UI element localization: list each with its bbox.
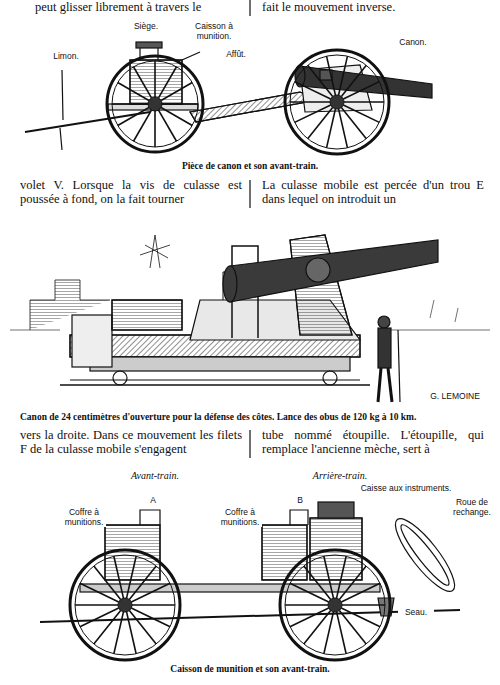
wheel-spoke [343, 105, 379, 122]
wheel-spoke [94, 610, 121, 644]
part-label: Seau. [398, 608, 434, 618]
figure-caption: Canon de 24 centimètres d'ouverture pour… [20, 412, 485, 423]
wheel-spoke [112, 103, 148, 105]
wheel-spoke [129, 566, 156, 600]
wheel-spoke [295, 82, 331, 99]
part-label: Siège. [120, 22, 172, 32]
wheel-spoke [339, 109, 348, 148]
section-label: Avant-train. [115, 470, 195, 481]
body-text: fait le mouvement inverse. [262, 0, 482, 14]
wheel-rim [70, 550, 180, 660]
wheel-spoke [162, 103, 198, 105]
wheel-spoke [159, 110, 177, 141]
wheel-spoke [290, 101, 330, 103]
wheel-spoke [118, 108, 149, 126]
wheel-spoke [80, 608, 119, 627]
part-label: Coffre à munitions. [62, 508, 106, 527]
body-text: vers la droite. Dans ce mouvement les fi… [20, 428, 242, 457]
body-text: La culasse mobile est percée d'un trou E… [262, 178, 484, 207]
callout-letter: B [293, 496, 307, 506]
wheel-rim [285, 50, 389, 154]
wheel-spoke [75, 604, 118, 606]
wheel-spoke [131, 583, 170, 602]
part-label: Caisse aux instruments. [352, 484, 460, 494]
wheel-spoke [304, 610, 331, 644]
wheel-spoke [341, 65, 366, 96]
part-label: Caisson à munition. [190, 22, 238, 41]
callout-letter: A [146, 496, 160, 506]
wheel-spoke [341, 583, 380, 602]
figure-caption: Pièce de canon et son avant-train. [100, 161, 400, 172]
wheel-spoke [324, 556, 334, 598]
wheel-spoke [343, 82, 379, 99]
wheel-spoke [339, 566, 366, 600]
wheel-spoke [285, 604, 328, 606]
part-label: Limon. [48, 52, 84, 62]
wheel-rim [107, 56, 203, 152]
wheel-rim [280, 550, 390, 660]
body-text: peut glisser librement à travers le [35, 0, 245, 14]
wheel-spoke [154, 111, 156, 147]
part-label: Canon. [392, 38, 434, 48]
wheel-spoke [134, 67, 152, 98]
wheel-spoke [290, 608, 329, 627]
wheel-spoke [114, 556, 124, 598]
section-label: Arrière-train. [300, 470, 380, 481]
wheel-spoke [341, 608, 380, 627]
wheel-spoke [295, 105, 331, 122]
part-label: Roue de rechange. [447, 498, 497, 517]
wheel-spoke [344, 101, 384, 103]
part-label: Coffre à munitions. [218, 508, 262, 527]
wheel-spoke [290, 583, 329, 602]
signature: G. LEMOINE [424, 392, 486, 402]
part-label: Affût. [218, 50, 254, 60]
body-text: volet V. Lorsque la vis de culasse est p… [20, 178, 242, 207]
body-text: tube nommé étoupille. L'étoupille, qui r… [262, 428, 484, 457]
figure-caption: Caisson de munition et son avant-train. [120, 664, 380, 675]
wheel-spoke [154, 61, 156, 97]
wheel-spoke [342, 604, 385, 606]
wheel-spoke [131, 608, 170, 627]
wheel-spoke [127, 612, 137, 654]
wheel-spoke [132, 604, 175, 606]
wheel-spoke [308, 107, 333, 138]
wheel-spoke [161, 83, 192, 101]
wheel-spoke [337, 612, 347, 654]
wheel-spoke [80, 583, 119, 602]
wheel-spoke [327, 56, 336, 95]
